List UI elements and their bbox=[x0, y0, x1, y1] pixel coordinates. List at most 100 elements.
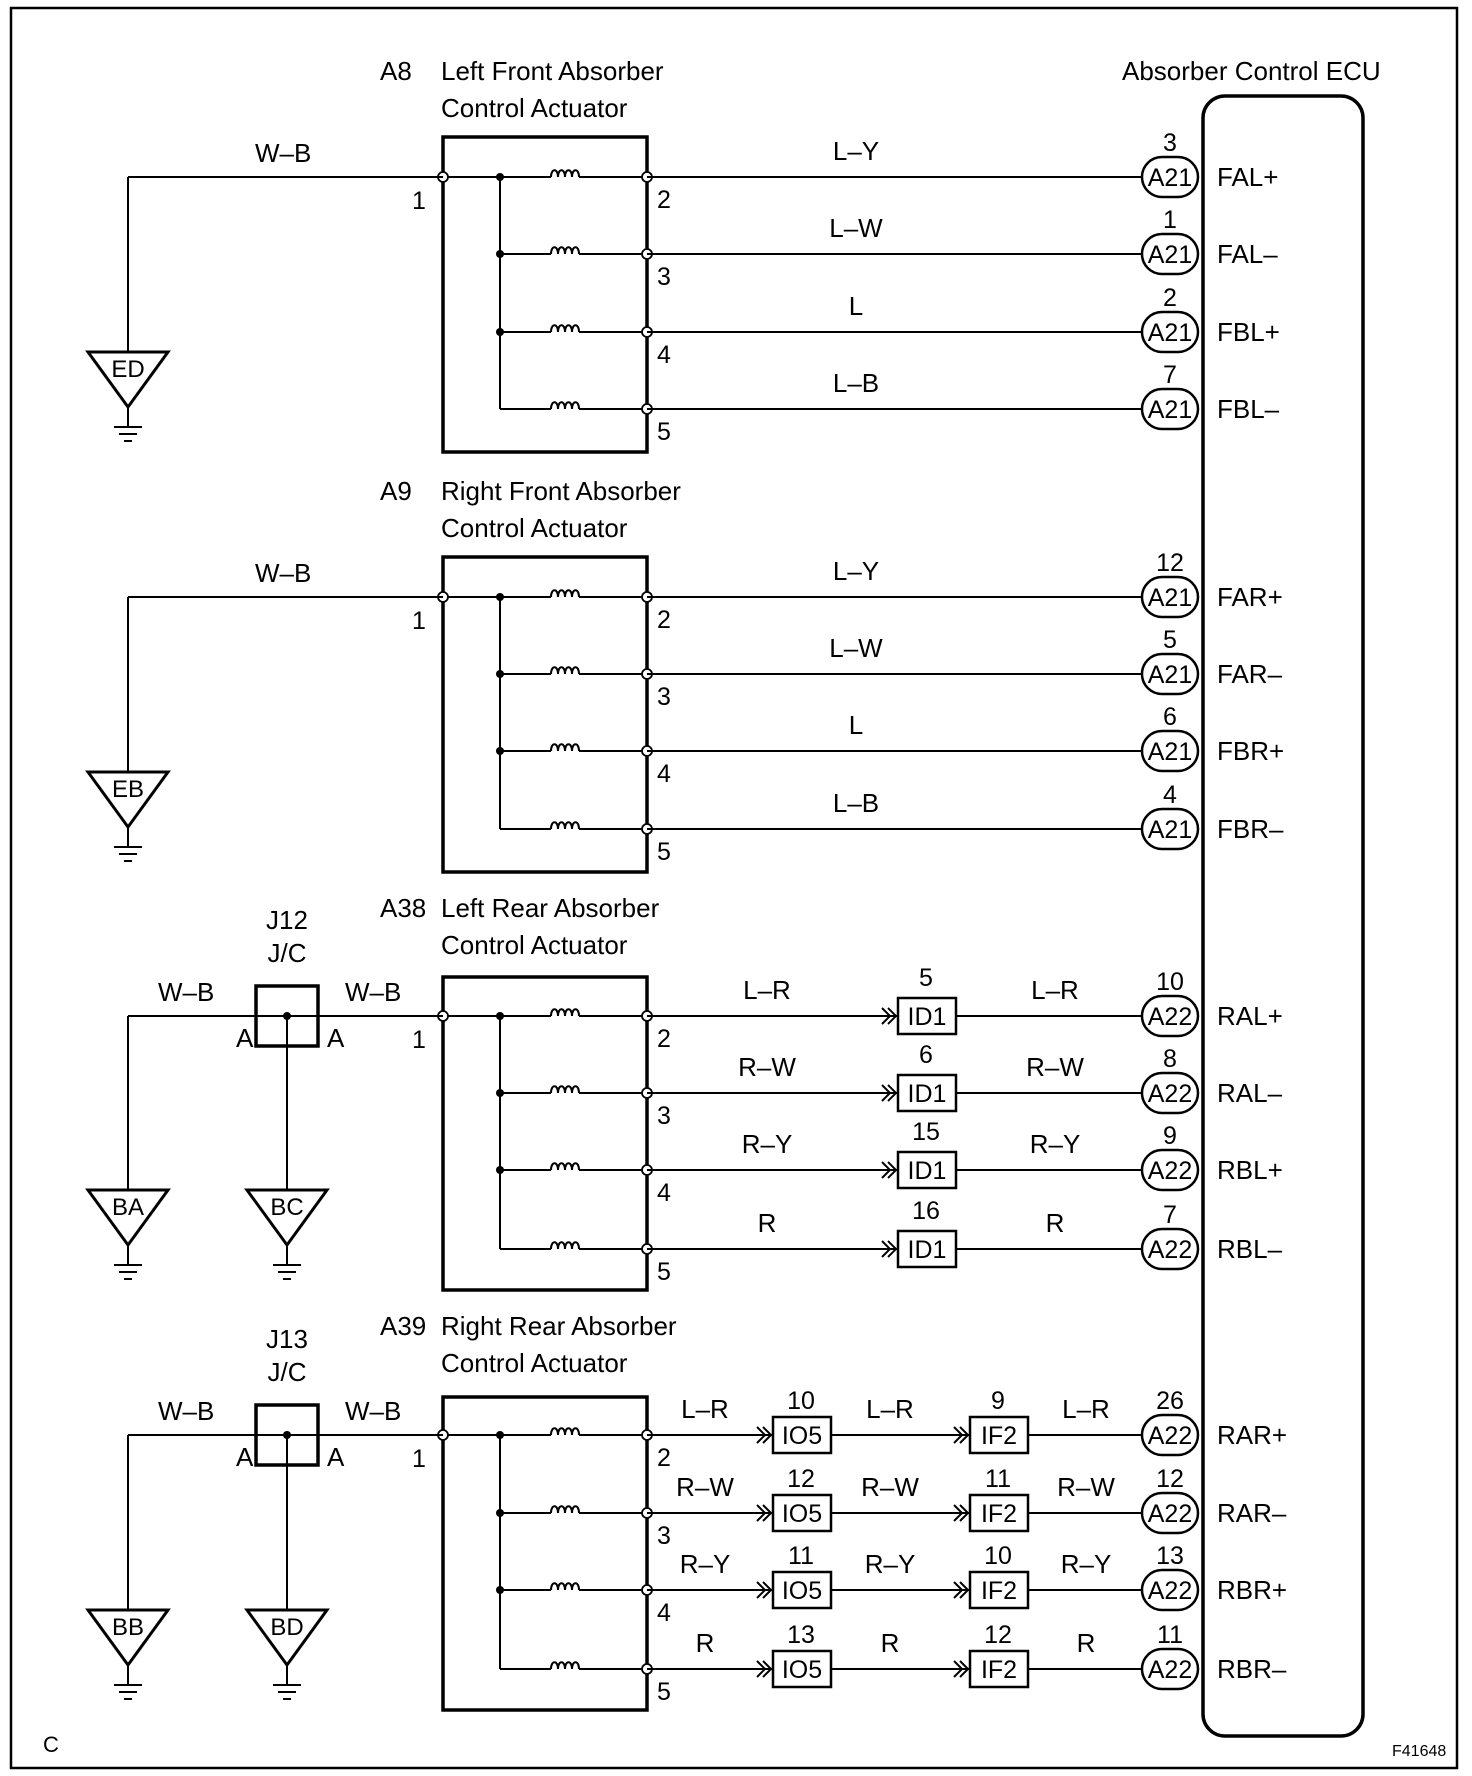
pin-number: 3 bbox=[657, 263, 671, 291]
junction-dot bbox=[496, 670, 504, 678]
ecu-connector bbox=[1140, 155, 1200, 199]
ecu-signal-name: FAR– bbox=[1217, 659, 1283, 689]
wire-label: R–Y bbox=[865, 1549, 916, 1579]
coil-symbol bbox=[550, 246, 580, 255]
ecu-box bbox=[1201, 94, 1365, 1738]
jc-id: J13 bbox=[266, 1324, 308, 1354]
ecu-connector-label: A22 bbox=[1148, 1577, 1192, 1605]
ecu-signal-name: RAL+ bbox=[1217, 1001, 1283, 1031]
actuator-name: Right Front Absorber bbox=[441, 476, 681, 506]
pin-number: 1 bbox=[412, 607, 426, 635]
wire-label: W–B bbox=[345, 1396, 401, 1426]
inline-connector-label: ID1 bbox=[908, 1080, 947, 1108]
pin-number: 1 bbox=[412, 187, 426, 215]
ground-label: BD bbox=[270, 1614, 303, 1641]
connector-arrow-icon bbox=[953, 1504, 970, 1522]
wire-label: R–W bbox=[1057, 1472, 1115, 1502]
ground-point bbox=[85, 770, 171, 830]
connector-pin: 16 bbox=[912, 1197, 940, 1225]
ground-label: BB bbox=[112, 1614, 144, 1641]
ecu-pin-number: 2 bbox=[1163, 284, 1177, 312]
ecu-pin-number: 8 bbox=[1163, 1045, 1177, 1073]
wire-label: R–W bbox=[861, 1472, 919, 1502]
inline-connector-label: IO5 bbox=[782, 1656, 822, 1684]
ground-point bbox=[85, 350, 171, 410]
ecu-pin-number: 6 bbox=[1163, 703, 1177, 731]
ecu-connector-label: A21 bbox=[1148, 738, 1192, 766]
corner-label-left: C bbox=[43, 1732, 59, 1757]
wire-label: R–W bbox=[738, 1052, 796, 1082]
pin-number: 2 bbox=[657, 1025, 671, 1053]
actuator-name-2: Control Actuator bbox=[441, 513, 628, 543]
ecu-pin-number: 10 bbox=[1156, 968, 1184, 996]
ecu-pin-number: 7 bbox=[1163, 361, 1177, 389]
wire-label: L–R bbox=[743, 975, 791, 1005]
ecu-signal-name: FBR+ bbox=[1217, 736, 1284, 766]
jc-label: J/C bbox=[268, 938, 307, 968]
ecu-connector bbox=[1140, 1491, 1200, 1535]
wire-label: L–R bbox=[866, 1394, 914, 1424]
ecu-signal-name: FAL+ bbox=[1217, 162, 1278, 192]
connector-arrow-icon bbox=[756, 1426, 773, 1444]
ecu-pin-number: 4 bbox=[1163, 781, 1177, 809]
pin-number: 2 bbox=[657, 1444, 671, 1472]
ecu-signal-name: RAL– bbox=[1217, 1078, 1283, 1108]
wire-label: L–R bbox=[1031, 975, 1079, 1005]
junction-dot bbox=[496, 250, 504, 258]
ecu-connector-label: A22 bbox=[1148, 1236, 1192, 1264]
pin-number: 3 bbox=[657, 1522, 671, 1550]
coil-symbol bbox=[550, 169, 580, 178]
ecu-connector bbox=[1140, 1413, 1200, 1457]
wire-label: L bbox=[849, 710, 863, 740]
connector-arrow-icon bbox=[756, 1660, 773, 1678]
inline-connector-label: IF2 bbox=[981, 1422, 1017, 1450]
wire-label: L–R bbox=[681, 1394, 729, 1424]
ecu-pin-number: 13 bbox=[1156, 1542, 1184, 1570]
ecu-connector-label: A22 bbox=[1148, 1003, 1192, 1031]
inline-connector-label: ID1 bbox=[908, 1003, 947, 1031]
ecu-signal-name: RBL– bbox=[1217, 1234, 1283, 1264]
ecu-connector bbox=[1140, 652, 1200, 696]
pin-number: 5 bbox=[657, 418, 671, 446]
ground-label: ED bbox=[111, 356, 144, 383]
connector-arrow-icon bbox=[881, 1084, 898, 1102]
ecu-signal-name: RAR– bbox=[1217, 1498, 1287, 1528]
junction-dot bbox=[496, 1431, 504, 1439]
connector-arrow-icon bbox=[953, 1660, 970, 1678]
coil-symbol bbox=[550, 821, 580, 830]
ecu-connector-label: A22 bbox=[1148, 1500, 1192, 1528]
ecu-connector bbox=[1140, 387, 1200, 431]
wire-label: R–W bbox=[676, 1472, 734, 1502]
wire-label: L–Y bbox=[833, 556, 879, 586]
pin-number: 2 bbox=[657, 606, 671, 634]
inline-connector-label: IF2 bbox=[981, 1577, 1017, 1605]
wire-label: R bbox=[1046, 1208, 1065, 1238]
ground-label: EB bbox=[112, 776, 144, 803]
pin-number: 2 bbox=[657, 186, 671, 214]
wire-label: L–Y bbox=[833, 136, 879, 166]
actuator-id: A39 bbox=[380, 1311, 426, 1341]
connector-pin: 10 bbox=[984, 1542, 1012, 1570]
ecu-connector bbox=[1140, 1148, 1200, 1192]
ecu-pin-number: 11 bbox=[1157, 1621, 1183, 1649]
junction-dot bbox=[496, 593, 504, 601]
ecu-signal-name: RBR– bbox=[1217, 1654, 1287, 1684]
pin-number: 3 bbox=[657, 683, 671, 711]
inline-connector-label: IO5 bbox=[782, 1500, 822, 1528]
coil-symbol bbox=[550, 1582, 580, 1591]
wire-label: L–R bbox=[1062, 1394, 1110, 1424]
connector-pin: 15 bbox=[912, 1118, 940, 1146]
pin-number: 1 bbox=[412, 1445, 426, 1473]
actuator-id: A9 bbox=[380, 476, 412, 506]
ground-point bbox=[85, 1608, 171, 1668]
pin-number: 5 bbox=[657, 1678, 671, 1706]
ecu-connector bbox=[1140, 1227, 1200, 1271]
actuator-name: Left Rear Absorber bbox=[441, 893, 660, 923]
inline-connector-label: IF2 bbox=[981, 1500, 1017, 1528]
ecu-pin-number: 9 bbox=[1163, 1122, 1177, 1150]
inline-connector bbox=[968, 1570, 1030, 1610]
inline-connector bbox=[771, 1415, 833, 1455]
ecu-connector-label: A21 bbox=[1148, 396, 1192, 424]
wire-label: W–B bbox=[158, 977, 214, 1007]
